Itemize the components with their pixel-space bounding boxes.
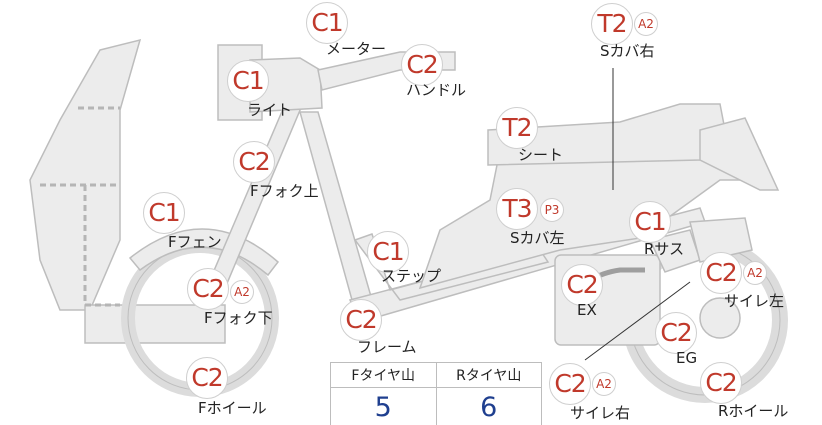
exhaust-grade-badge: C2: [561, 264, 603, 306]
front-fork-upper-grade-badge: C2: [233, 141, 275, 183]
front-fork-lower-label: Fフォク下: [204, 309, 273, 327]
tyre-tread-value-row: 5 6: [330, 387, 542, 425]
front-fork-upper-label: Fフォク上: [250, 182, 319, 200]
frame-tube-shape: [299, 111, 373, 301]
muffler-right-leader: [584, 281, 691, 361]
meter-grade-badge: C1: [306, 2, 348, 44]
seat-grade-badge: T2: [496, 107, 538, 149]
front-wheel-grade-badge: C2: [186, 357, 228, 399]
side-cover-right-grade-badge: T2: [591, 3, 633, 45]
handle-grade-badge: C2: [401, 44, 443, 86]
side-cover-left-sub-badge: P3: [540, 198, 564, 222]
muffler-right-sub-badge: A2: [592, 372, 616, 396]
rear-wheel-label: Rホイール: [718, 402, 789, 420]
side-cover-right-sub-badge: A2: [634, 12, 658, 36]
rear-tyre-tread-header: Rタイヤ山: [435, 362, 542, 388]
light-grade-badge: C1: [227, 60, 269, 102]
rear-suspension-label: Rサス: [644, 240, 685, 258]
muffler-left-sub-badge: A2: [743, 261, 767, 285]
side-cover-left-label: Sカバ左: [510, 229, 565, 247]
muffler-right-label: サイレ右: [570, 404, 631, 422]
front-fork-lower-sub-badge: A2: [230, 280, 254, 304]
engine-grade-badge: C2: [655, 312, 697, 354]
engine-label: EG: [676, 349, 698, 367]
front-fork-lower-grade-badge: C2: [187, 268, 229, 310]
tail-shape: [699, 117, 780, 191]
rear-tyre-tread-value: 6: [435, 387, 542, 425]
tyre-tread-header-row: Fタイヤ山 Rタイヤ山: [330, 362, 542, 388]
side-cover-right-label: Sカバ右: [600, 42, 655, 60]
front-fender-grade-badge: C1: [143, 192, 185, 234]
front-tyre-tread-value: 5: [330, 387, 437, 425]
head-shape: [249, 57, 323, 113]
muffler-left-label: サイレ左: [724, 292, 785, 310]
step-label: ステップ: [381, 267, 442, 285]
muffler-shape: [689, 217, 753, 263]
leg-shield-shape: [84, 304, 226, 344]
frame-label: フレーム: [357, 338, 417, 356]
cowl-dashed-line: [40, 106, 120, 307]
exhaust-label: EX: [577, 301, 597, 319]
step-grade-badge: C1: [367, 231, 409, 273]
rear-wheel-grade-badge: C2: [700, 362, 742, 404]
rear-suspension-grade-badge: C1: [629, 201, 671, 243]
muffler-left-grade-badge: C2: [700, 252, 742, 294]
side-cover-left-grade-badge: T3: [496, 188, 538, 230]
light-label: ライト: [247, 101, 293, 119]
seat-shape: [487, 103, 726, 166]
front-wheel-label: Fホイール: [198, 399, 267, 417]
front-tyre-tread-header: Fタイヤ山: [330, 362, 437, 388]
muffler-right-grade-badge: C2: [549, 363, 591, 405]
meter-label: メーター: [326, 40, 387, 58]
handle-label: ハンドル: [406, 81, 467, 99]
frame-grade-badge: C2: [340, 299, 382, 341]
tyre-tread-table: Fタイヤ山 Rタイヤ山 5 6: [330, 362, 542, 425]
seat-label: シート: [518, 146, 564, 164]
front-fender-label: Fフェン: [168, 233, 222, 251]
